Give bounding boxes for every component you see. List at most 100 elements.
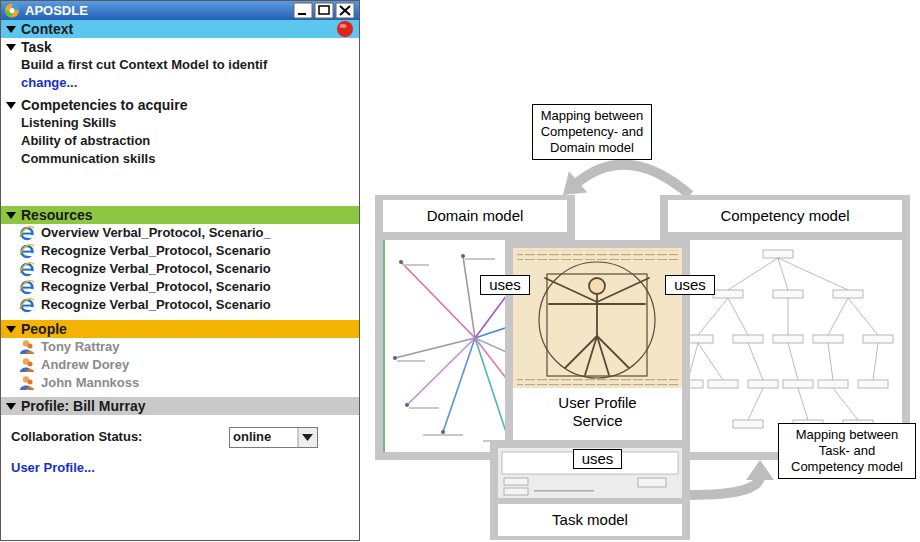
line-part [565,336,597,368]
picture-holder [513,248,682,388]
use-part [20,299,34,311]
section-heading: Profile: Bill Murray [1,397,359,415]
use-part [20,227,34,239]
rect-part [638,478,666,487]
node-text: Overview Verbal_Protocol, Scenario_ [1,224,359,242]
circle-part [399,260,403,264]
rect-part [547,274,647,376]
rect-part [230,428,318,448]
circle-part [393,356,397,360]
arrow-head [563,171,587,195]
competency-section: Competencies to acquireListening SkillsA… [1,96,359,168]
node-text: Mapping between Competency- and Domain m… [538,108,646,156]
rect-part [863,335,893,343]
competency-tree-picture [668,240,902,452]
node-text: Competency model [668,200,902,232]
mapping-arrow [575,165,690,195]
rect-part [294,3,312,18]
rect-part [783,380,813,388]
model-frame: Competency model [660,195,910,460]
rect-part [517,250,678,260]
rect-part [818,380,848,388]
node-text: User Profile Service [538,394,658,430]
rect-part [423,434,463,436]
line-part [401,262,475,338]
node-text: Collaboration Status: [1,427,229,447]
rect-part [319,6,329,14]
rect-part [733,335,763,343]
node-text: Tony Rattray [1,338,359,356]
edge-label: uses [665,275,715,295]
section-heading: Competencies to acquire [1,96,359,114]
circle-part [589,278,605,294]
node-text: Task model [498,504,682,536]
node-text: Recognize Verbal_Protocol, Scenario [1,242,359,260]
window-title: APOSDLE [1,1,359,20]
context-band: Context [1,20,359,38]
rect-part [1,397,359,415]
rect-part [708,380,738,388]
rect-part [534,490,594,492]
use-part [20,281,34,293]
node-text: Communication skills [1,150,359,168]
rect-part [1,206,359,224]
line-part [475,338,508,438]
ellipse-part [340,24,347,28]
resources-section: ResourcesOverview Verbal_Protocol, Scena… [1,206,359,314]
node-text: User Profile... [1,459,359,477]
rect-part [773,335,803,343]
node-text: Ability of abstraction [1,132,359,150]
section-heading: Context [1,20,359,38]
line-part [597,336,629,368]
circle-part [441,430,445,434]
circle-part [10,8,15,13]
rect-part [733,420,763,428]
rect-part [1,320,359,338]
people-section: PeopleTony RattrayAndrew DoreyJohn Mannk… [1,320,359,392]
rect-part [763,250,793,258]
rect-part [773,290,803,298]
node-text: Recognize Verbal_Protocol, Scenario [1,296,359,314]
connector [563,165,690,195]
edge-label: uses [480,275,530,295]
line-part [395,338,475,358]
section-heading: People [1,320,359,338]
rect-part [504,478,528,485]
g-part [688,258,878,420]
node-text: John Mannkoss [1,374,359,392]
g-part [545,278,649,375]
line-part [443,338,475,432]
use-part [20,340,34,354]
line-part [545,278,597,302]
node-text: Recognize Verbal_Protocol, Scenario [1,260,359,278]
callout-box: Mapping between Competency- and Domain m… [532,104,652,160]
path-part [302,434,313,441]
node-text: Build a first cut Context Model to ident… [1,56,359,74]
rect-part [298,428,317,447]
arrow-head [746,460,774,480]
rect-part [813,335,843,343]
rect-part [315,3,333,18]
line-part [383,240,385,452]
rect-part [498,448,682,498]
circle-part [405,403,409,407]
node-text: Andrew Dorey [1,356,359,374]
use-part [20,376,34,390]
rect-part [504,488,528,495]
rect-part [465,258,495,260]
rect-part [397,360,425,362]
rect-part [336,3,354,18]
node-text: Mapping between Task- and Competency mod… [784,427,910,475]
task-section: TaskBuild a first cut Context Model to i… [1,38,359,92]
rect-part [668,240,902,452]
rect-part [713,290,743,298]
section-heading: Resources [1,206,359,224]
use-part [20,263,34,275]
rect-part [1,20,359,38]
circle-part [539,262,655,378]
node-text: Listening Skills [1,114,359,132]
circle-part [5,4,19,18]
section-heading: Task [1,38,359,56]
rect-part [1,1,359,20]
